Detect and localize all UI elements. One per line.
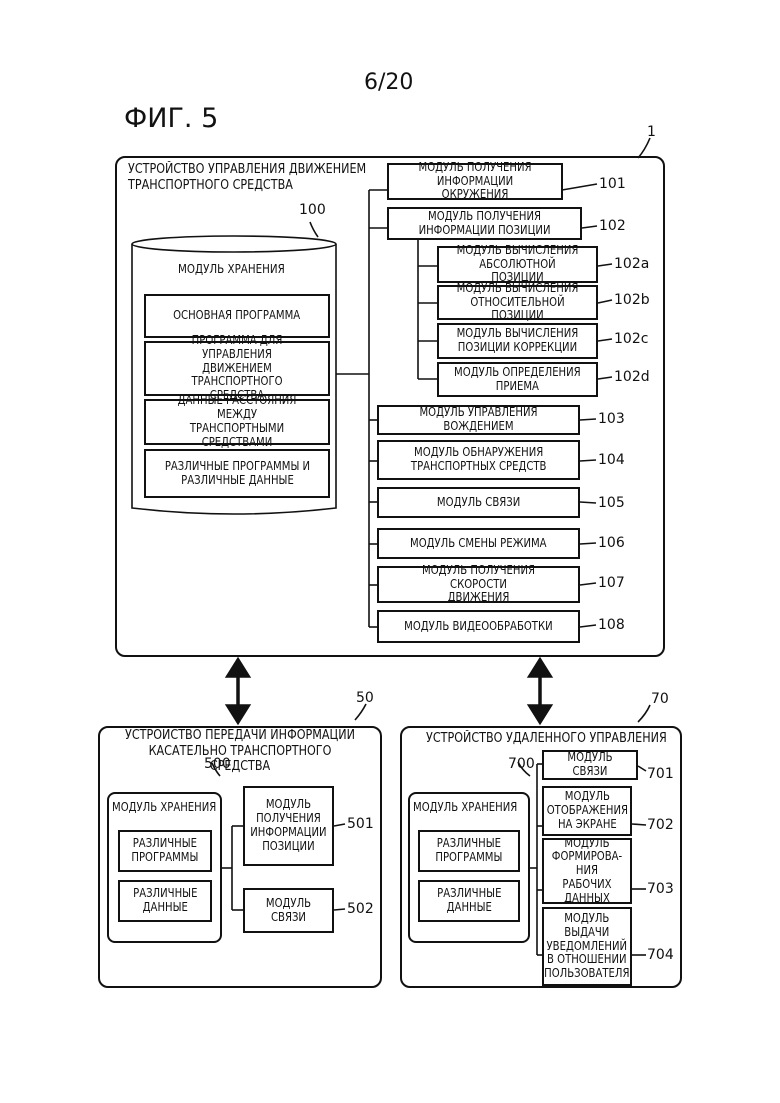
transmitter-title: УСТРОЙСТВО ПЕРЕДАЧИ ИНФОРМАЦИИ КАСАТЕЛЬН…	[118, 728, 362, 775]
module-102a: МОДУЛЬ ВЫЧИСЛЕНИЯ АБСОЛЮТНОЙ ПОЗИЦИИ	[437, 246, 598, 283]
module-label: МОДУЛЬ ПОЛУЧЕНИЯ ИНФОРМАЦИИ ОКРУЖЕНИЯ	[403, 161, 547, 202]
module-ref: 106	[598, 535, 625, 551]
module-ref: 103	[598, 411, 625, 427]
module-label: МОДУЛЬ ПОЛУЧЕНИЯ ИНФОРМАЦИИ ПОЗИЦИИ	[419, 210, 551, 238]
transmitter-storage-data: РАЗЛИЧНЫЕ ДАННЫЕ	[118, 880, 212, 922]
main-device-title: УСТРОЙСТВО УПРАВЛЕНИЯ ДВИЖЕНИЕМ ТРАНСПОР…	[128, 162, 366, 193]
module-ref: 702	[647, 817, 674, 833]
module-704: МОДУЛЬ ВЫДАЧИ УВЕДОМЛЕНИЙ В ОТНОШЕНИИ ПО…	[542, 907, 632, 986]
remote-title: УСТРОЙСТВО УДАЛЕННОГО УПРАВЛЕНИЯ	[426, 731, 667, 747]
storage-item-drive-control-program: ПРОГРАММА ДЛЯ УПРАВЛЕНИЯ ДВИЖЕНИЕМ ТРАНС…	[144, 341, 330, 396]
module-ref: 704	[647, 947, 674, 963]
module-106: МОДУЛЬ СМЕНЫ РЕЖИМА	[377, 528, 580, 559]
storage-ref: 100	[299, 202, 326, 218]
storage-item-various: РАЗЛИЧНЫЕ ПРОГРАММЫ И РАЗЛИЧНЫЕ ДАННЫЕ	[144, 449, 330, 498]
module-label: МОДУЛЬ ВИДЕООБРАБОТКИ	[404, 620, 553, 634]
remote-storage-data: РАЗЛИЧНЫЕ ДАННЫЕ	[418, 880, 520, 922]
storage-item-label: РАЗЛИЧНЫЕ ПРОГРАММЫ	[435, 837, 502, 865]
module-label: МОДУЛЬ ПОЛУЧЕНИЯ СКОРОСТИ ДВИЖЕНИЯ	[395, 564, 562, 605]
storage-item-label: РАЗЛИЧНЫЕ ПРОГРАММЫ И РАЗЛИЧНЫЕ ДАННЫЕ	[164, 460, 309, 488]
remote-storage-label: МОДУЛЬ ХРАНЕНИЯ	[413, 800, 517, 814]
module-ref: 104	[598, 452, 625, 468]
module-label: МОДУЛЬ СВЯЗИ	[437, 496, 520, 510]
module-ref: 102c	[614, 331, 648, 347]
module-label: МОДУЛЬ ПОЛУЧЕНИЯ ИНФОРМАЦИИ ПОЗИЦИИ	[250, 798, 326, 853]
figure-title: ФИГ. 5	[124, 103, 218, 134]
module-ref: 703	[647, 881, 674, 897]
transmitter-storage-ref: 500	[204, 756, 231, 772]
module-label: МОДУЛЬ ВЫЧИСЛЕНИЯ ОТНОСИТЕЛЬНОЙ ПОЗИЦИИ	[452, 282, 584, 323]
transmitter-storage-label: МОДУЛЬ ХРАНЕНИЯ	[112, 800, 216, 814]
module-label: МОДУЛЬ ОТОБРАЖЕНИЯ НА ЭКРАНЕ	[546, 790, 627, 831]
module-703: МОДУЛЬ ФОРМИРОВА- НИЯ РАБОЧИХ ДАННЫХ	[542, 838, 632, 904]
remote-storage-ref: 700	[508, 756, 535, 772]
module-label: МОДУЛЬ ОПРЕДЕЛЕНИЯ ПРИЕМА	[454, 366, 581, 394]
module-502: МОДУЛЬ СВЯЗИ	[243, 888, 334, 933]
module-102: МОДУЛЬ ПОЛУЧЕНИЯ ИНФОРМАЦИИ ПОЗИЦИИ	[387, 207, 582, 240]
remote-storage-programs: РАЗЛИЧНЫЕ ПРОГРАММЫ	[418, 830, 520, 872]
module-ref: 102	[599, 218, 626, 234]
module-103: МОДУЛЬ УПРАВЛЕНИЯ ВОЖДЕНИЕМ	[377, 405, 580, 435]
storage-label: МОДУЛЬ ХРАНЕНИЯ	[178, 262, 285, 276]
module-label: МОДУЛЬ ВЫЧИСЛЕНИЯ ПОЗИЦИИ КОРРЕКЦИИ	[457, 327, 579, 355]
storage-item-label: ДАННЫЕ РАССТОЯНИЯ МЕЖДУ ТРАНСПОРТНЫМИ СР…	[161, 394, 314, 449]
storage-item-label: ОСНОВНАЯ ПРОГРАММА	[173, 309, 300, 323]
module-ref: 102a	[614, 256, 649, 272]
module-102c: МОДУЛЬ ВЫЧИСЛЕНИЯ ПОЗИЦИИ КОРРЕКЦИИ	[437, 323, 598, 359]
module-label: МОДУЛЬ СМЕНЫ РЕЖИМА	[410, 537, 547, 551]
module-label: МОДУЛЬ ОБНАРУЖЕНИЯ ТРАНСПОРТНЫХ СРЕДСТВ	[411, 446, 547, 474]
module-ref: 502	[347, 901, 374, 917]
storage-item-basic-program: ОСНОВНАЯ ПРОГРАММА	[144, 294, 330, 338]
module-107: МОДУЛЬ ПОЛУЧЕНИЯ СКОРОСТИ ДВИЖЕНИЯ	[377, 566, 580, 603]
module-101: МОДУЛЬ ПОЛУЧЕНИЯ ИНФОРМАЦИИ ОКРУЖЕНИЯ	[387, 163, 563, 200]
transmitter-ref: 50	[356, 690, 374, 706]
storage-item-distance-data: ДАННЫЕ РАССТОЯНИЯ МЕЖДУ ТРАНСПОРТНЫМИ СР…	[144, 399, 330, 445]
storage-item-label: РАЗЛИЧНЫЕ ПРОГРАММЫ	[131, 837, 198, 865]
remote-ref: 70	[651, 691, 669, 707]
module-label: МОДУЛЬ СВЯЗИ	[551, 751, 628, 779]
main-device-ref: 1	[647, 124, 656, 140]
module-label: МОДУЛЬ ФОРМИРОВА- НИЯ РАБОЧИХ ДАННЫХ	[551, 837, 623, 906]
module-ref: 102b	[614, 292, 650, 308]
module-ref: 107	[598, 575, 625, 591]
module-ref: 501	[347, 816, 374, 832]
storage-item-label: РАЗЛИЧНЫЕ ДАННЫЕ	[437, 887, 501, 915]
module-702: МОДУЛЬ ОТОБРАЖЕНИЯ НА ЭКРАНЕ	[542, 786, 632, 836]
module-ref: 105	[598, 495, 625, 511]
module-ref: 108	[598, 617, 625, 633]
storage-item-label: РАЗЛИЧНЫЕ ДАННЫЕ	[133, 887, 197, 915]
module-label: МОДУЛЬ ВЫЧИСЛЕНИЯ АБСОЛЮТНОЙ ПОЗИЦИИ	[452, 244, 584, 285]
module-501: МОДУЛЬ ПОЛУЧЕНИЯ ИНФОРМАЦИИ ПОЗИЦИИ	[243, 786, 334, 866]
module-104: МОДУЛЬ ОБНАРУЖЕНИЯ ТРАНСПОРТНЫХ СРЕДСТВ	[377, 440, 580, 480]
module-108: МОДУЛЬ ВИДЕООБРАБОТКИ	[377, 610, 580, 643]
module-ref: 701	[647, 766, 674, 782]
module-ref: 101	[599, 176, 626, 192]
module-label: МОДУЛЬ УПРАВЛЕНИЯ ВОЖДЕНИЕМ	[395, 406, 562, 434]
module-ref: 102d	[614, 369, 650, 385]
module-label: МОДУЛЬ ВЫДАЧИ УВЕДОМЛЕНИЙ В ОТНОШЕНИИ ПО…	[544, 912, 629, 981]
page-number: 6/20	[364, 70, 413, 95]
module-label: МОДУЛЬ СВЯЗИ	[252, 897, 325, 925]
module-701: МОДУЛЬ СВЯЗИ	[542, 750, 638, 780]
module-102b: МОДУЛЬ ВЫЧИСЛЕНИЯ ОТНОСИТЕЛЬНОЙ ПОЗИЦИИ	[437, 285, 598, 320]
transmitter-storage-programs: РАЗЛИЧНЫЕ ПРОГРАММЫ	[118, 830, 212, 872]
module-105: МОДУЛЬ СВЯЗИ	[377, 487, 580, 518]
module-102d: МОДУЛЬ ОПРЕДЕЛЕНИЯ ПРИЕМА	[437, 362, 598, 397]
